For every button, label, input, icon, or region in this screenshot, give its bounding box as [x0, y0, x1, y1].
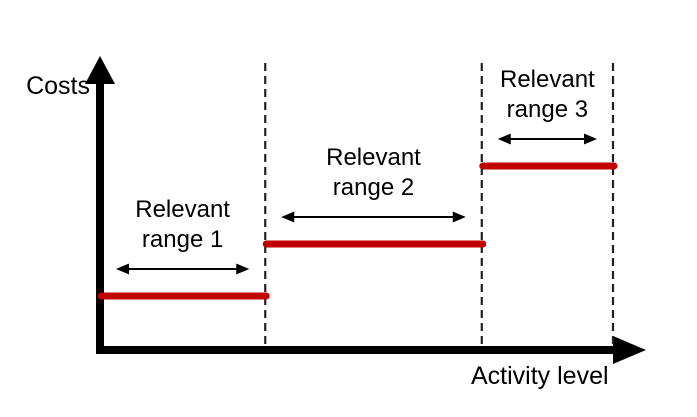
x-axis-label: Activity level [471, 362, 609, 390]
range-extent-arrow-right-head-2 [452, 211, 466, 223]
range-extent-arrow-left-head-1 [116, 263, 129, 275]
range-label-1: Relevant range 1 [135, 195, 230, 253]
range-extent-arrow-right-head-1 [236, 263, 250, 275]
y-axis-label: Costs [26, 72, 90, 100]
range-extent-arrow-right-head-3 [584, 133, 597, 145]
range-extent-arrow-left-head-3 [497, 133, 511, 145]
range-label-3: Relevant range 3 [500, 66, 595, 124]
x-axis-arrowhead [613, 336, 646, 364]
range-label-2: Relevant range 2 [326, 144, 421, 201]
y-axis-arrowhead [85, 56, 115, 84]
range-extent-arrow-left-head-2 [281, 211, 295, 223]
